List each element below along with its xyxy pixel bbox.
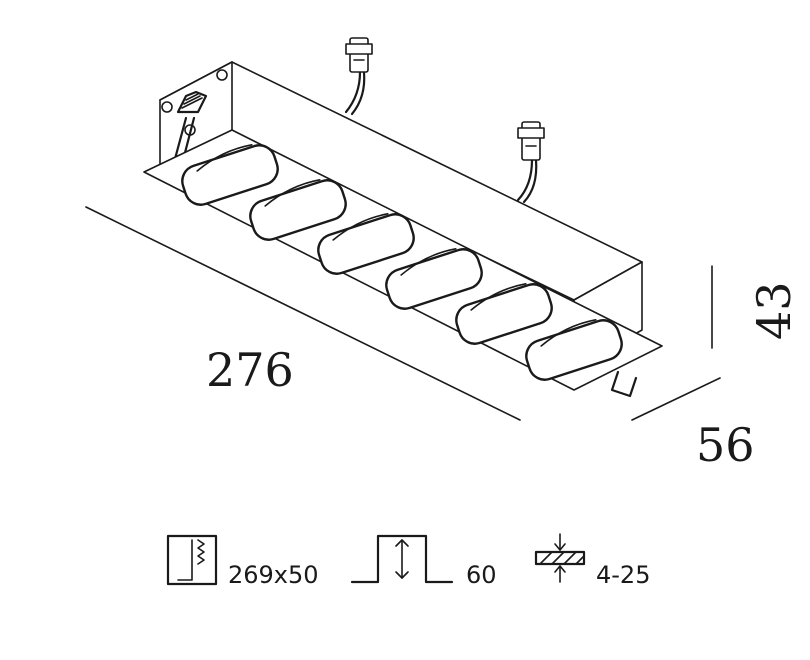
connector-icon bbox=[345, 37, 373, 73]
installation-specs: 269x50 60 4-25 bbox=[166, 533, 650, 589]
recess-depth: 60 bbox=[466, 561, 497, 589]
power-cables bbox=[344, 37, 545, 204]
recessed-luminaire bbox=[143, 37, 663, 398]
spring-clip-right bbox=[610, 370, 638, 398]
aperture bbox=[317, 213, 415, 275]
screw-hole-icon bbox=[161, 101, 173, 113]
length-dimension-line bbox=[85, 206, 521, 421]
ceiling-thickness-icon bbox=[534, 533, 586, 583]
aperture bbox=[249, 179, 347, 241]
cutout-size: 269x50 bbox=[228, 561, 319, 589]
length-label: 276 bbox=[206, 343, 294, 397]
ceiling-cutout-icon bbox=[166, 534, 218, 586]
width-label: 56 bbox=[696, 418, 755, 472]
width-dimension-line bbox=[631, 377, 721, 421]
screw-hole-icon bbox=[216, 69, 228, 81]
light-apertures bbox=[181, 144, 623, 381]
aperture bbox=[385, 248, 483, 310]
aperture bbox=[525, 319, 623, 381]
aperture bbox=[455, 283, 553, 345]
ceiling-thickness: 4-25 bbox=[596, 561, 650, 589]
aperture bbox=[181, 144, 279, 206]
connector-icon bbox=[517, 121, 545, 161]
height-label: 43 bbox=[747, 281, 801, 340]
recess-depth-icon bbox=[350, 534, 454, 584]
